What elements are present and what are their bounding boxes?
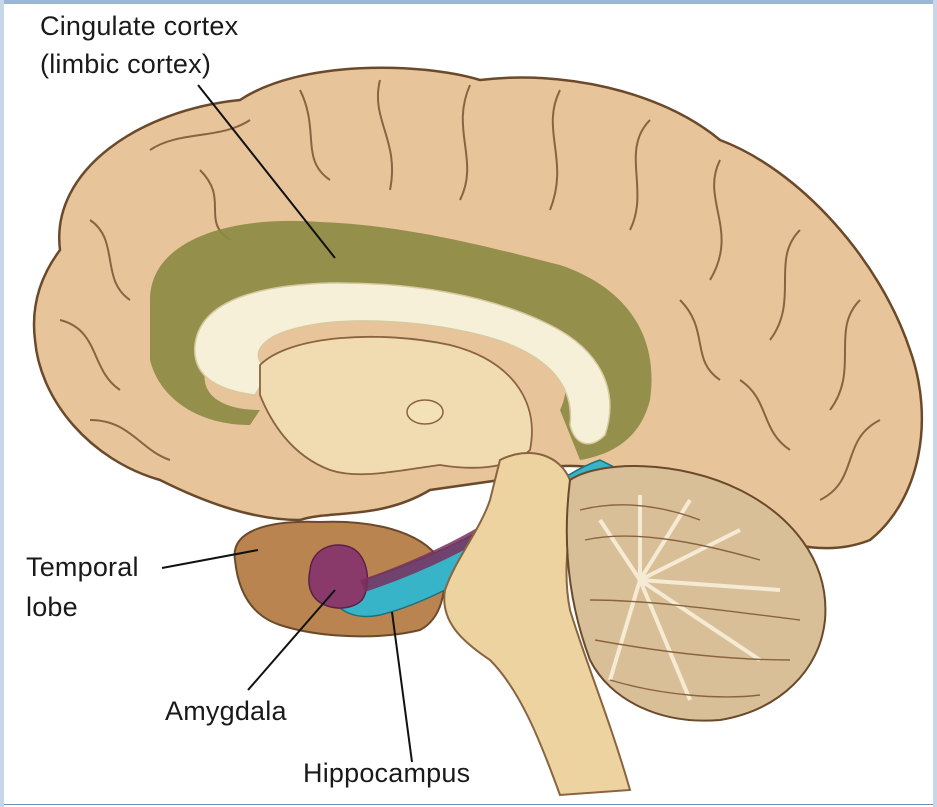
hippocampus-label: Hippocampus bbox=[303, 757, 470, 790]
amygdala-label: Amygdala bbox=[165, 695, 287, 728]
cingulate-label-line2: (limbic cortex) bbox=[40, 48, 211, 81]
temporal-label-line2: lobe bbox=[26, 591, 78, 624]
interthalamic-adhesion bbox=[407, 400, 443, 424]
temporal-label-line1: Temporal bbox=[26, 551, 139, 584]
amygdala bbox=[309, 545, 368, 608]
cingulate-label-line1: Cingulate cortex bbox=[40, 10, 238, 43]
